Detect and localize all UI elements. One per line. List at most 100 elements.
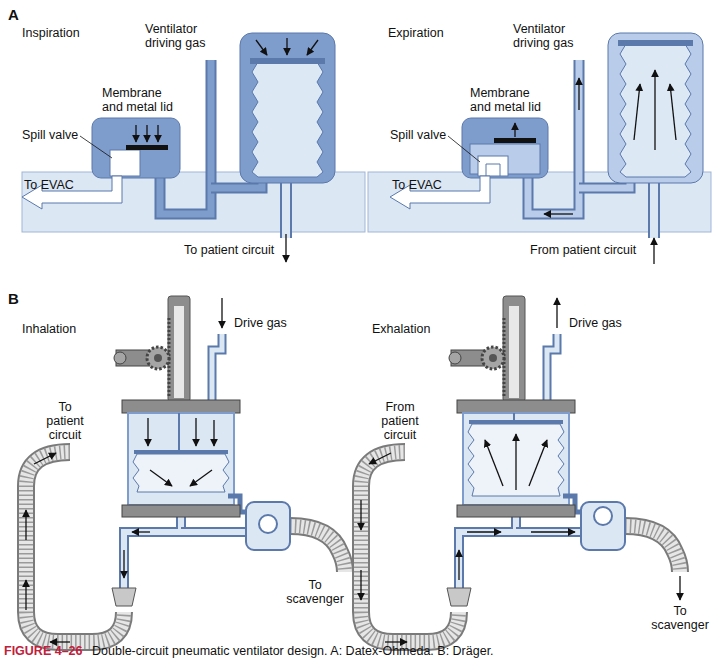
drager-inhalation-part (150, 470, 172, 486)
drager-exhalation-part (459, 505, 516, 590)
drager-exhalation-part (361, 452, 459, 642)
drager-inhalation-part (122, 505, 240, 517)
drager-inhalation-part (190, 470, 212, 486)
drager-exhalation-part (449, 352, 461, 364)
drager-exhalation-part (360, 500, 361, 530)
drager-inhalation-part (181, 527, 250, 537)
drager-exhalation-part (594, 507, 612, 525)
datex-expiration-part (390, 176, 490, 209)
drager-exhalation-part (361, 452, 459, 642)
drager-exhalation-part (463, 413, 569, 505)
part-label: Spill valve (390, 128, 460, 142)
drager-inhalation-part (195, 418, 196, 446)
datex-expiration-part (618, 40, 693, 46)
drager-exhalation-part (467, 531, 501, 532)
datex-expiration-part (544, 213, 573, 214)
datex-inspiration-part (135, 125, 136, 142)
flow-label: From patient circuit (373, 400, 427, 442)
panel-letter: A (8, 6, 28, 23)
phase-title: Inspiration (22, 26, 142, 40)
drager-exhalation-part (489, 354, 497, 362)
flow-label: To patient circuit (38, 400, 92, 442)
datex-inspiration-part (22, 176, 122, 209)
drager-exhalation-part (513, 413, 515, 421)
drager-inhalation-part (290, 526, 345, 572)
datex-inspiration-part (280, 176, 292, 238)
drager-inhalation-part (26, 452, 124, 642)
drager-exhalation-part (581, 502, 625, 550)
drager-inhalation (26, 296, 345, 642)
drager-inhalation-part (34, 453, 56, 464)
datex-inspiration-part (126, 145, 168, 150)
datex-inspiration-part (285, 234, 286, 262)
drager-exhalation-part (625, 526, 680, 572)
drager-exhalation-part (529, 440, 547, 486)
drager-exhalation-part (369, 453, 391, 464)
datex-expiration-part (462, 118, 548, 178)
drager-exhalation-part (360, 570, 361, 600)
drager-inhalation-part (246, 502, 290, 550)
drager-inhalation-part (213, 420, 214, 446)
drager-inhalation-part (122, 400, 240, 413)
drager-inhalation-part (147, 418, 148, 446)
flow-label: To scavenger (286, 578, 344, 606)
datex-inspiration-part (80, 136, 112, 158)
drager-exhalation-part (516, 529, 585, 535)
part-label: Ventilator driving gas (513, 22, 583, 50)
drager-inhalation-part (168, 296, 190, 402)
drager-inhalation-part (290, 526, 345, 572)
drager-inhalation-part (133, 454, 229, 492)
datex-inspiration (22, 33, 365, 262)
datex-inspiration-part (256, 40, 267, 55)
drager-exhalation-part (679, 576, 680, 600)
datex-expiration-part (620, 44, 691, 177)
drager-inhalation-part (154, 354, 162, 362)
datex-expiration-part (608, 33, 703, 183)
datex-expiration-part (486, 164, 500, 176)
flow-label: From patient circuit (530, 243, 645, 257)
drager-inhalation-part (290, 526, 345, 572)
datex-expiration-part (514, 123, 515, 137)
flow-label: To EVAC (392, 178, 472, 192)
drager-exhalation-part (509, 306, 519, 398)
datex-expiration-part (578, 78, 579, 110)
figure-number: FIGURE 4–26 (4, 644, 94, 658)
drager-exhalation-part (447, 588, 471, 606)
drager-inhalation-part (123, 550, 124, 578)
drager-exhalation-part (468, 424, 564, 496)
drager-inhalation-part (181, 529, 250, 535)
drager-inhalation-part (178, 413, 180, 451)
datex-inspiration-part (157, 125, 158, 142)
drager-inhalation-part (221, 298, 222, 328)
flow-label: To scavenger (650, 604, 710, 632)
drager-exhalation-part (482, 347, 504, 369)
drager-inhalation-part (128, 413, 234, 505)
part-label: Membrane and metal lid (470, 86, 548, 114)
datex-inspiration-part (92, 118, 180, 178)
drager-inhalation-part (25, 580, 26, 610)
phase-title: Exhalation (372, 322, 492, 336)
flow-label: To EVAC (24, 178, 104, 192)
phase-title: Expiration (388, 26, 508, 40)
drager-exhalation-part (516, 527, 585, 537)
panel-letter: B (8, 290, 28, 307)
drager-exhalation-part (485, 440, 503, 486)
datex-inspiration-part (307, 40, 318, 55)
drager-inhalation-part (25, 510, 26, 540)
datex-expiration (368, 33, 711, 264)
drager-inhalation-part (132, 531, 150, 532)
datex-expiration-part (478, 156, 508, 176)
drager-exhalation-part (503, 296, 525, 402)
drager-inhalation-part (112, 588, 136, 606)
part-label: Ventilator driving gas (145, 22, 215, 50)
datex-inspiration-part (286, 38, 287, 55)
drager-exhalation-part (531, 531, 575, 532)
datex-inspiration-part (240, 33, 335, 183)
figure-caption: Double-circuit pneumatic ventilator desi… (92, 644, 692, 658)
datex-expiration-part (653, 238, 654, 264)
drager-inhalation-part (174, 306, 184, 398)
drager-exhalation-part (625, 526, 680, 572)
datex-inspiration-part (146, 125, 147, 142)
drager-inhalation-part (26, 452, 124, 642)
datex-inspiration-part (110, 150, 140, 176)
